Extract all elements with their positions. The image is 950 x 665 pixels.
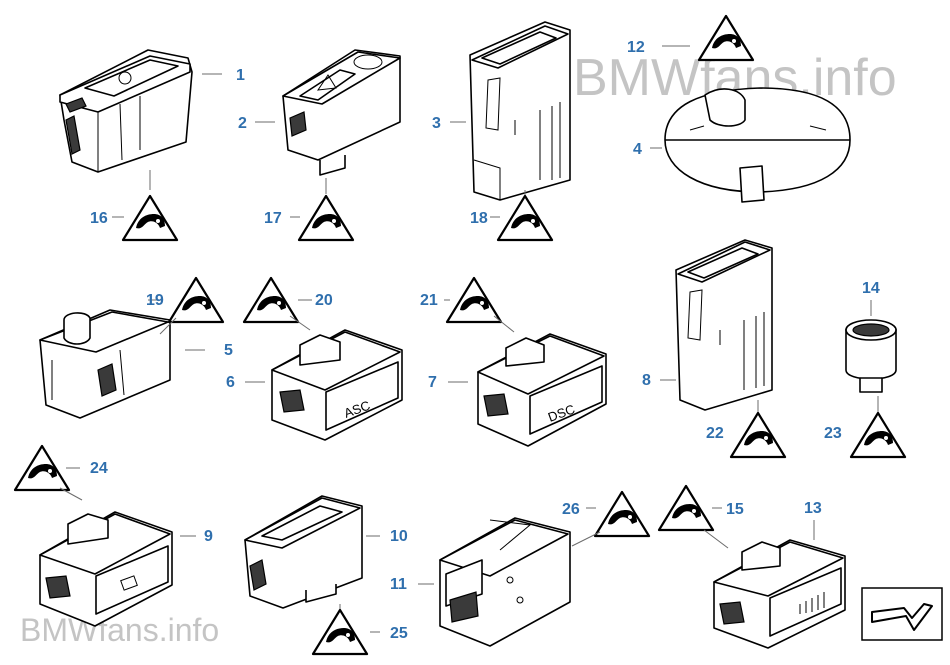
warning-triangle-icon <box>697 14 755 62</box>
callout-14: 14 <box>862 280 880 297</box>
callout-4: 4 <box>633 141 642 158</box>
part-drawing-14 <box>845 319 897 393</box>
callout-15: 15 <box>726 501 744 518</box>
warning-triangle-icon <box>121 194 179 242</box>
callout-18: 18 <box>470 210 488 227</box>
callout-24: 24 <box>90 460 108 477</box>
callout-23: 23 <box>824 425 842 442</box>
callout-10: 10 <box>390 528 408 545</box>
warning-triangle-icon <box>242 276 300 324</box>
callout-26: 26 <box>562 501 580 518</box>
callout-16: 16 <box>90 210 108 227</box>
callout-12: 12 <box>627 39 645 56</box>
warning-triangle-icon <box>445 276 503 324</box>
callout-7: 7 <box>428 374 437 391</box>
warning-triangle-icon <box>593 490 651 538</box>
switch-drawing-9 <box>39 511 173 627</box>
callout-1: 1 <box>236 67 245 84</box>
callout-5: 5 <box>224 342 233 359</box>
switch-drawing-13 <box>713 539 846 649</box>
warning-triangle-icon <box>657 484 715 532</box>
callout-25: 25 <box>390 625 408 642</box>
warning-triangle-icon <box>167 276 225 324</box>
switch-drawing-6 <box>271 329 403 441</box>
warning-triangle-icon <box>297 194 355 242</box>
switch-drawing-1 <box>59 49 193 173</box>
callout-17: 17 <box>264 210 282 227</box>
warning-triangle-icon <box>729 411 787 459</box>
callout-21: 21 <box>420 292 438 309</box>
callout-8: 8 <box>642 372 651 389</box>
callout-13: 13 <box>804 500 822 517</box>
callout-20: 20 <box>315 292 333 309</box>
switch-drawing-10 <box>244 495 363 609</box>
callout-9: 9 <box>204 528 213 545</box>
callout-11: 11 <box>390 576 407 593</box>
switch-drawing-3 <box>469 21 571 201</box>
return-arrow-icon[interactable] <box>861 587 943 641</box>
warning-triangle-icon <box>496 194 554 242</box>
part-drawing-4 <box>664 87 851 203</box>
switch-drawing-2 <box>282 49 401 176</box>
warning-triangle-icon <box>13 444 71 492</box>
warning-triangle-icon <box>311 608 369 656</box>
warning-triangle-icon <box>849 411 907 459</box>
callout-3: 3 <box>432 115 441 132</box>
part-drawing-5 <box>39 309 171 419</box>
watermark-bottom-left: BMWfans.info <box>20 612 219 648</box>
callout-22: 22 <box>706 425 724 442</box>
switch-drawing-11 <box>439 517 571 647</box>
callout-19: 19 <box>146 292 164 309</box>
switch-drawing-7 <box>477 333 607 447</box>
callout-2: 2 <box>238 115 247 132</box>
callout-6: 6 <box>226 374 235 391</box>
switch-drawing-8 <box>675 239 773 411</box>
